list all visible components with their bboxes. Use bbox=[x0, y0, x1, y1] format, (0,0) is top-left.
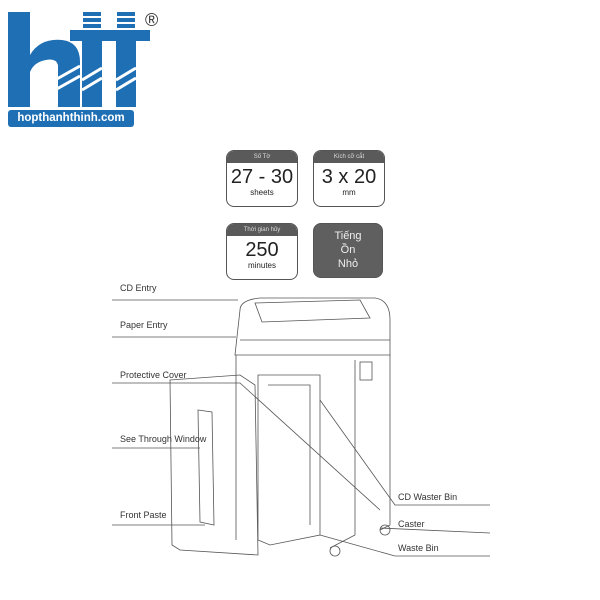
spec-value: 250 bbox=[245, 239, 279, 261]
label-paper-entry: Paper Entry bbox=[120, 320, 168, 330]
logo-mark-icon bbox=[8, 12, 150, 107]
noise-line: Tiếng bbox=[334, 230, 362, 242]
label-cd-entry: CD Entry bbox=[120, 283, 157, 293]
noise-line: Ồn bbox=[340, 244, 356, 256]
spec-unit: minutes bbox=[247, 261, 276, 270]
noise-line: Nhỏ bbox=[337, 258, 359, 270]
spec-low-noise: Tiếng Ồn Nhỏ bbox=[313, 223, 383, 278]
label-front-paste: Front Paste bbox=[120, 510, 167, 520]
label-waste-bin: Waste Bin bbox=[398, 543, 439, 553]
label-cd-waster-bin: CD Waster Bin bbox=[398, 492, 458, 502]
label-see-through-window: See Through Window bbox=[120, 434, 207, 444]
spec-unit: sheets bbox=[250, 188, 274, 197]
spec-header: Kích cỡ cắt bbox=[314, 151, 384, 163]
spec-value: 3 x 20 bbox=[321, 166, 377, 188]
brand-logo: ® hopthanhthinh.com bbox=[0, 0, 170, 130]
registered-mark: ® bbox=[145, 10, 159, 30]
spec-value: 27 - 30 bbox=[230, 166, 294, 188]
spec-cut-size: Kích cỡ cắt 3 x 20 mm bbox=[313, 150, 385, 207]
logo-url: hopthanhthinh.com bbox=[8, 110, 134, 127]
spec-sheets: Số Tờ 27 - 30 sheets bbox=[226, 150, 298, 207]
spec-header: Số Tờ bbox=[227, 151, 297, 163]
spec-header: Thời gian hủy bbox=[227, 224, 297, 236]
spec-unit: mm bbox=[342, 188, 356, 197]
label-protective-cover: Protective Cover bbox=[120, 370, 187, 380]
spec-runtime: Thời gian hủy 250 minutes bbox=[226, 223, 298, 280]
label-caster: Caster bbox=[398, 519, 425, 529]
